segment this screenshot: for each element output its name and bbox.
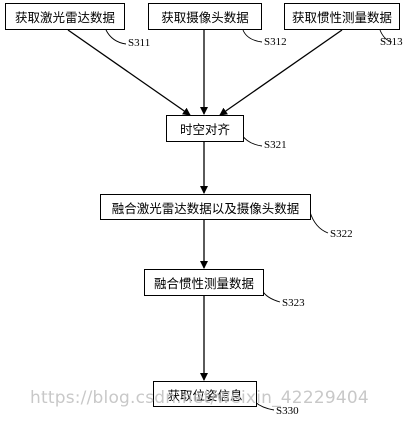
step-s313: S313 [380, 36, 403, 48]
leader-s313 [379, 29, 393, 43]
node-sync-label: 时空对齐 [179, 122, 230, 137]
arrow-lidar-to-sync [67, 29, 191, 116]
step-s312: S312 [264, 36, 287, 48]
step-s330: S330 [276, 405, 299, 417]
arrow-imu-to-sync [219, 29, 343, 116]
leader-s312 [242, 29, 263, 43]
leader-s321 [241, 134, 263, 147]
step-s322: S322 [330, 228, 353, 240]
node-pose: 获取位姿信息 [153, 381, 257, 407]
step-s321: S321 [264, 139, 287, 151]
leader-s311 [105, 29, 127, 45]
step-s323: S323 [282, 297, 305, 309]
node-imu-label: 获取惯性测量数据 [291, 10, 392, 25]
node-lidar-label: 获取激光雷达数据 [14, 10, 115, 25]
node-fuse-imu-label: 融合惯性测量数据 [153, 276, 254, 291]
node-imu: 获取惯性测量数据 [284, 3, 400, 30]
node-camera-label: 获取摄像头数据 [161, 10, 249, 25]
step-s311: S311 [128, 37, 151, 49]
node-fuse-lidar-camera: 融合激光雷达数据以及摄像头数据 [100, 194, 311, 220]
node-lidar: 获取激光雷达数据 [5, 3, 125, 30]
watermark: https://blog.csdn.net/weixin_42229404 [30, 388, 369, 408]
leader-s322 [309, 211, 329, 234]
node-sync: 时空对齐 [166, 115, 244, 142]
node-fuse-lidar-camera-label: 融合激光雷达数据以及摄像头数据 [111, 200, 300, 216]
node-camera: 获取摄像头数据 [148, 3, 262, 30]
node-pose-label: 获取位姿信息 [167, 387, 243, 403]
leader-s323 [261, 289, 281, 303]
node-fuse-imu: 融合惯性测量数据 [144, 269, 264, 296]
